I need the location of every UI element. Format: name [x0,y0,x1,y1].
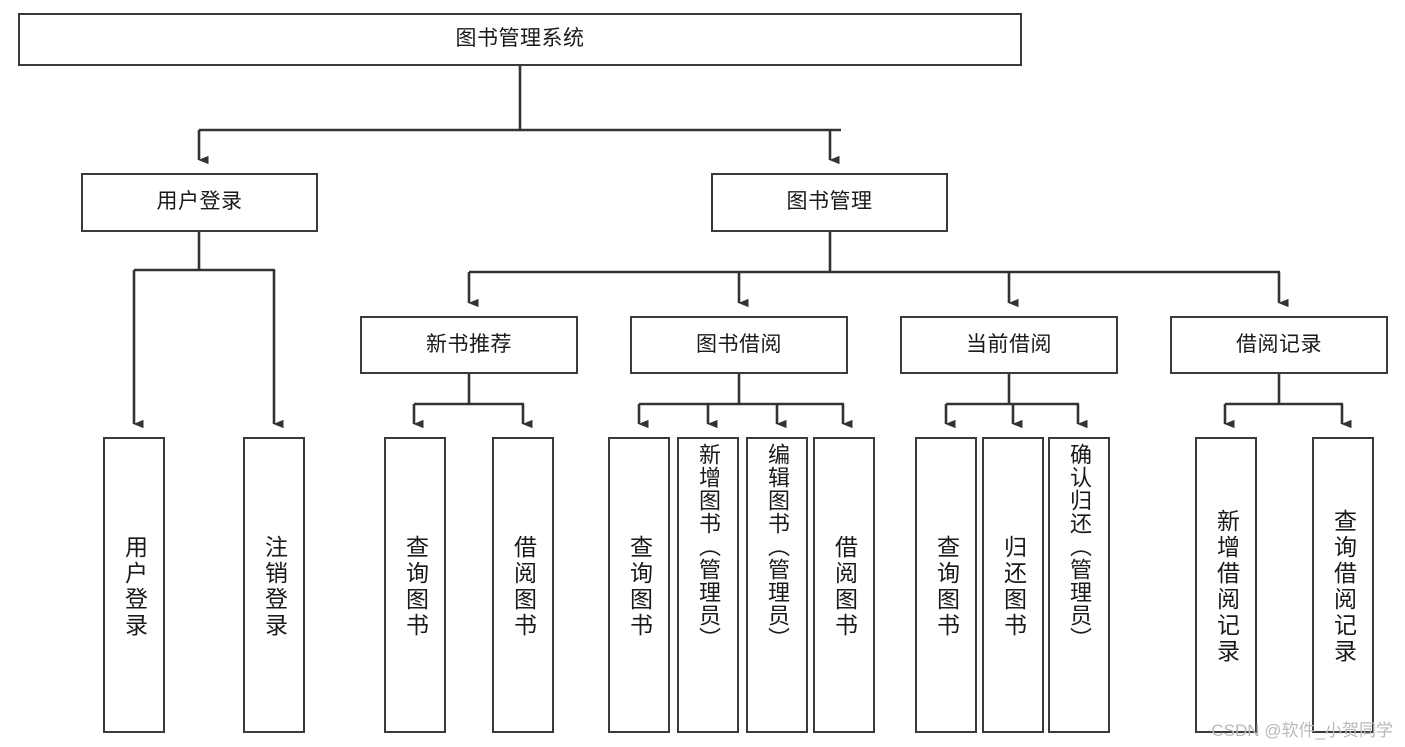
node-borrow-record[interactable]: 借阅记录 [1170,316,1388,374]
leaf-user-logout-label: 注销登录 [261,535,288,639]
node-book-borrow[interactable]: 图书借阅 [630,316,848,374]
leaf-query-book-2[interactable]: 查询图书 [608,437,670,733]
leaf-query-book-1[interactable]: 查询图书 [384,437,446,733]
leaf-borrow-book-2-label: 借阅图书 [831,535,858,639]
leaf-query-book-3[interactable]: 查询图书 [915,437,977,733]
node-current-borrow[interactable]: 当前借阅 [900,316,1118,374]
node-new-book-recommend[interactable]: 新书推荐 [360,316,578,374]
leaf-query-book-3-label: 查询图书 [933,535,960,639]
node-book-manage[interactable]: 图书管理 [711,173,948,232]
node-new-book-recommend-label: 新书推荐 [426,332,512,356]
node-root-label: 图书管理系统 [455,27,585,51]
leaf-query-record-label: 查询借阅记录 [1330,509,1357,665]
leaf-user-login-label: 用户登录 [121,535,148,639]
leaf-borrow-book-2[interactable]: 借阅图书 [813,437,875,733]
node-borrow-record-label: 借阅记录 [1236,332,1322,356]
node-book-manage-label: 图书管理 [786,190,873,214]
leaf-confirm-return[interactable]: 确认归还（管理员） [1048,437,1110,733]
leaf-query-book-2-label: 查询图书 [626,535,653,639]
node-user-login-label: 用户登录 [156,190,243,214]
leaf-edit-book-label: 编辑图书（管理员） [765,443,790,650]
leaf-user-login[interactable]: 用户登录 [103,437,165,733]
leaf-edit-book[interactable]: 编辑图书（管理员） [746,437,808,733]
leaf-return-book-label: 归还图书 [1000,535,1027,639]
leaf-return-book[interactable]: 归还图书 [982,437,1044,733]
leaf-user-logout[interactable]: 注销登录 [243,437,305,733]
node-current-borrow-label: 当前借阅 [966,332,1052,356]
leaf-query-book-1-label: 查询图书 [402,535,429,639]
node-user-login[interactable]: 用户登录 [81,173,318,232]
leaf-add-record[interactable]: 新增借阅记录 [1195,437,1257,733]
leaf-borrow-book-1-label: 借阅图书 [510,535,537,639]
leaf-add-book-label: 新增图书（管理员） [696,443,721,650]
leaf-borrow-book-1[interactable]: 借阅图书 [492,437,554,733]
leaf-add-book[interactable]: 新增图书（管理员） [677,437,739,733]
node-root[interactable]: 图书管理系统 [18,13,1022,66]
leaf-add-record-label: 新增借阅记录 [1213,509,1240,665]
leaf-confirm-return-label: 确认归还（管理员） [1067,443,1092,650]
leaf-query-record[interactable]: 查询借阅记录 [1312,437,1374,733]
node-book-borrow-label: 图书借阅 [696,332,782,356]
